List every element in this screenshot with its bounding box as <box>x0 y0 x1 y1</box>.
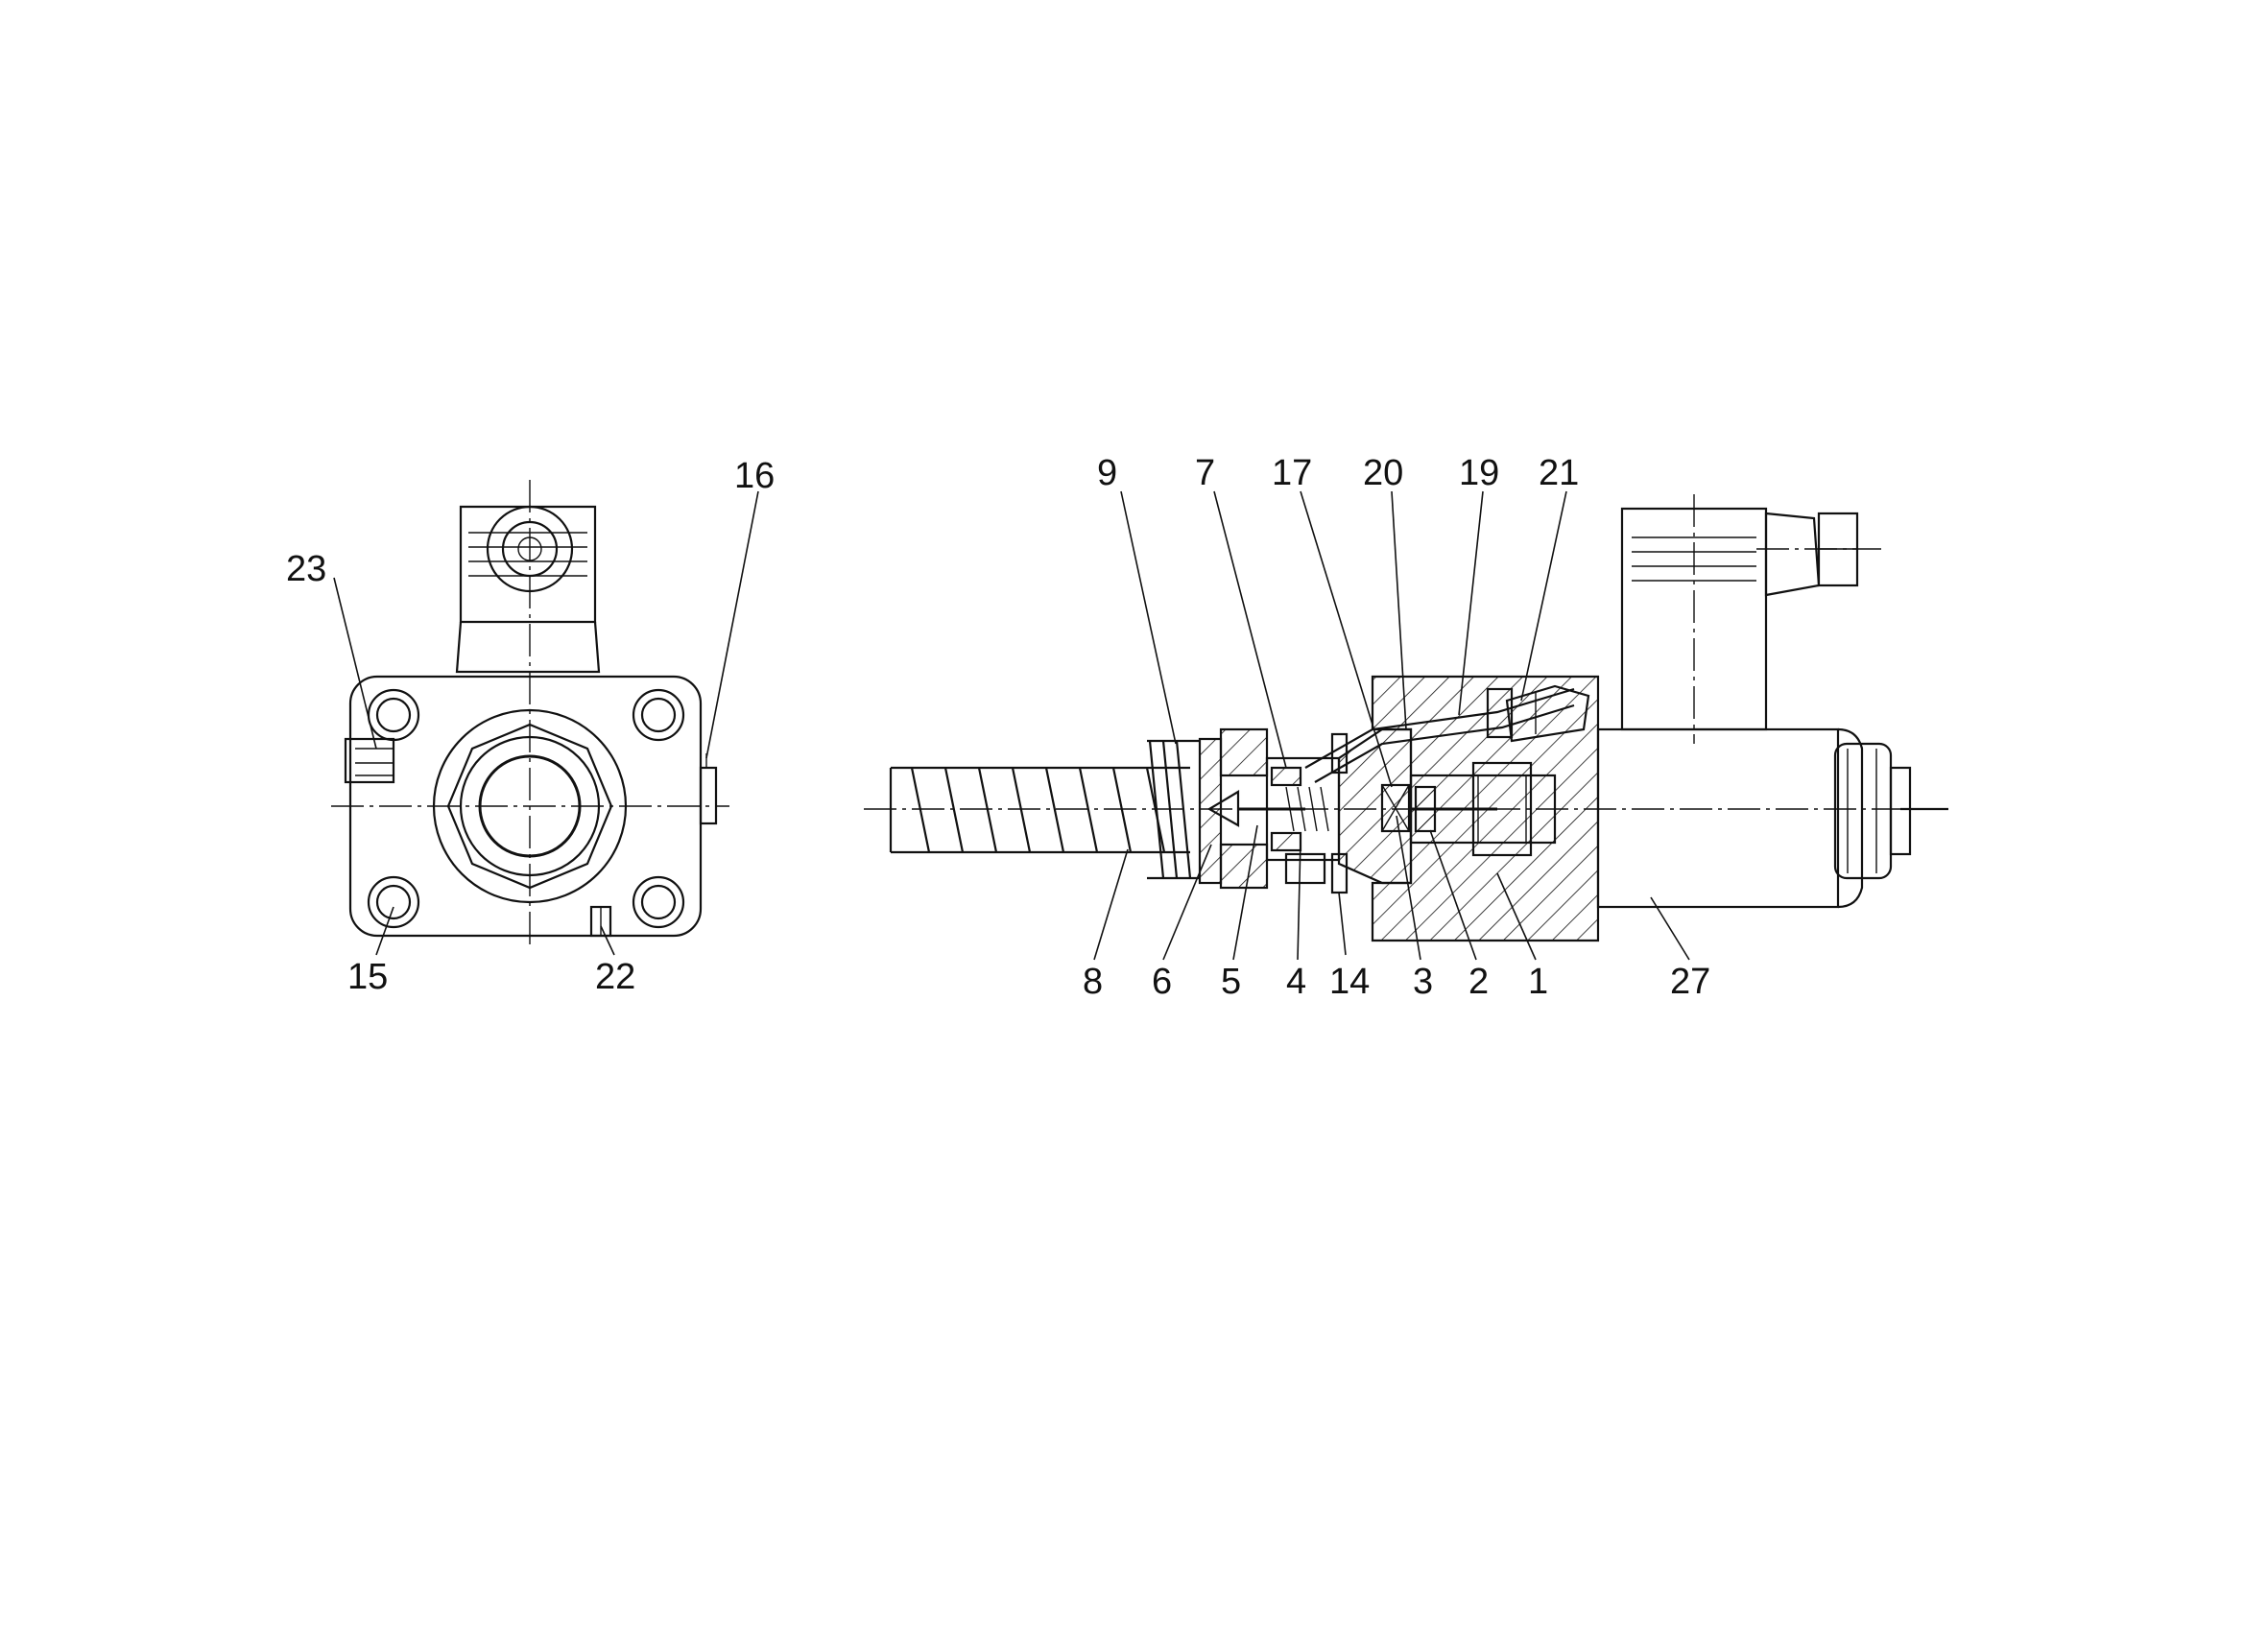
leader-3 <box>1396 815 1421 961</box>
leader-1 <box>1496 872 1537 961</box>
callout-16: 16 <box>734 456 775 496</box>
callout-22: 22 <box>595 957 635 997</box>
callout-15: 15 <box>347 957 388 997</box>
front-left-fitting <box>344 737 395 784</box>
front-side-plug <box>699 753 718 825</box>
section-view: 9 7 17 20 19 21 8 6 5 4 14 3 2 1 27 <box>864 453 1948 1002</box>
leader-5 <box>1232 824 1258 961</box>
leader-21 <box>1520 490 1567 702</box>
section-main-poppet <box>1380 783 1497 833</box>
leader-9 <box>1120 490 1177 745</box>
leader-2 <box>1429 829 1477 961</box>
leader-20 <box>1391 490 1407 730</box>
section-short-spring <box>1147 739 1200 880</box>
front-bolt-bottom-right <box>632 875 685 929</box>
leader-4 <box>1297 839 1301 961</box>
front-bolt-top-left <box>367 688 420 742</box>
leader-14 <box>1338 892 1347 956</box>
callout-6: 6 <box>1152 962 1172 1002</box>
callout-5: 5 <box>1221 962 1241 1002</box>
callout-19: 19 <box>1459 453 1499 493</box>
section-spring-retainer <box>1198 737 1240 885</box>
leader-23 <box>333 577 377 750</box>
leader-17 <box>1300 490 1393 788</box>
leader-22 <box>600 925 615 956</box>
front-view: 23 16 15 22 <box>286 456 775 997</box>
callout-21: 21 <box>1539 453 1579 493</box>
callout-1: 1 <box>1528 962 1548 1002</box>
callout-8: 8 <box>1083 962 1103 1002</box>
section-adjusting-sleeve <box>1330 727 1413 894</box>
front-bolt-top-right <box>632 688 685 742</box>
callout-4: 4 <box>1286 962 1306 1002</box>
leader-15 <box>375 906 394 956</box>
leader-6 <box>1162 844 1212 961</box>
callout-2: 2 <box>1468 962 1489 1002</box>
callout-27: 27 <box>1670 962 1710 1002</box>
section-connector-housing <box>1620 494 1881 744</box>
leader-27 <box>1650 896 1690 961</box>
front-bottom-pin <box>589 905 612 938</box>
front-bolt-bottom-left <box>367 875 420 929</box>
leader-19 <box>1458 490 1484 716</box>
leader-16 <box>705 490 759 759</box>
callout-14: 14 <box>1329 962 1370 1002</box>
front-connector-housing <box>455 505 601 674</box>
leader-8 <box>1093 848 1129 961</box>
section-pilot-assembly <box>1219 727 1341 890</box>
callout-23: 23 <box>286 549 326 589</box>
section-long-spring <box>889 766 1190 854</box>
callout-3: 3 <box>1413 962 1433 1002</box>
leader-7 <box>1213 490 1287 769</box>
callout-7: 7 <box>1195 453 1215 493</box>
callout-20: 20 <box>1363 453 1403 493</box>
callout-17: 17 <box>1272 453 1312 493</box>
callout-9: 9 <box>1097 453 1117 493</box>
section-solenoid <box>1596 727 1948 909</box>
section-pilot-channel <box>1304 684 1590 783</box>
